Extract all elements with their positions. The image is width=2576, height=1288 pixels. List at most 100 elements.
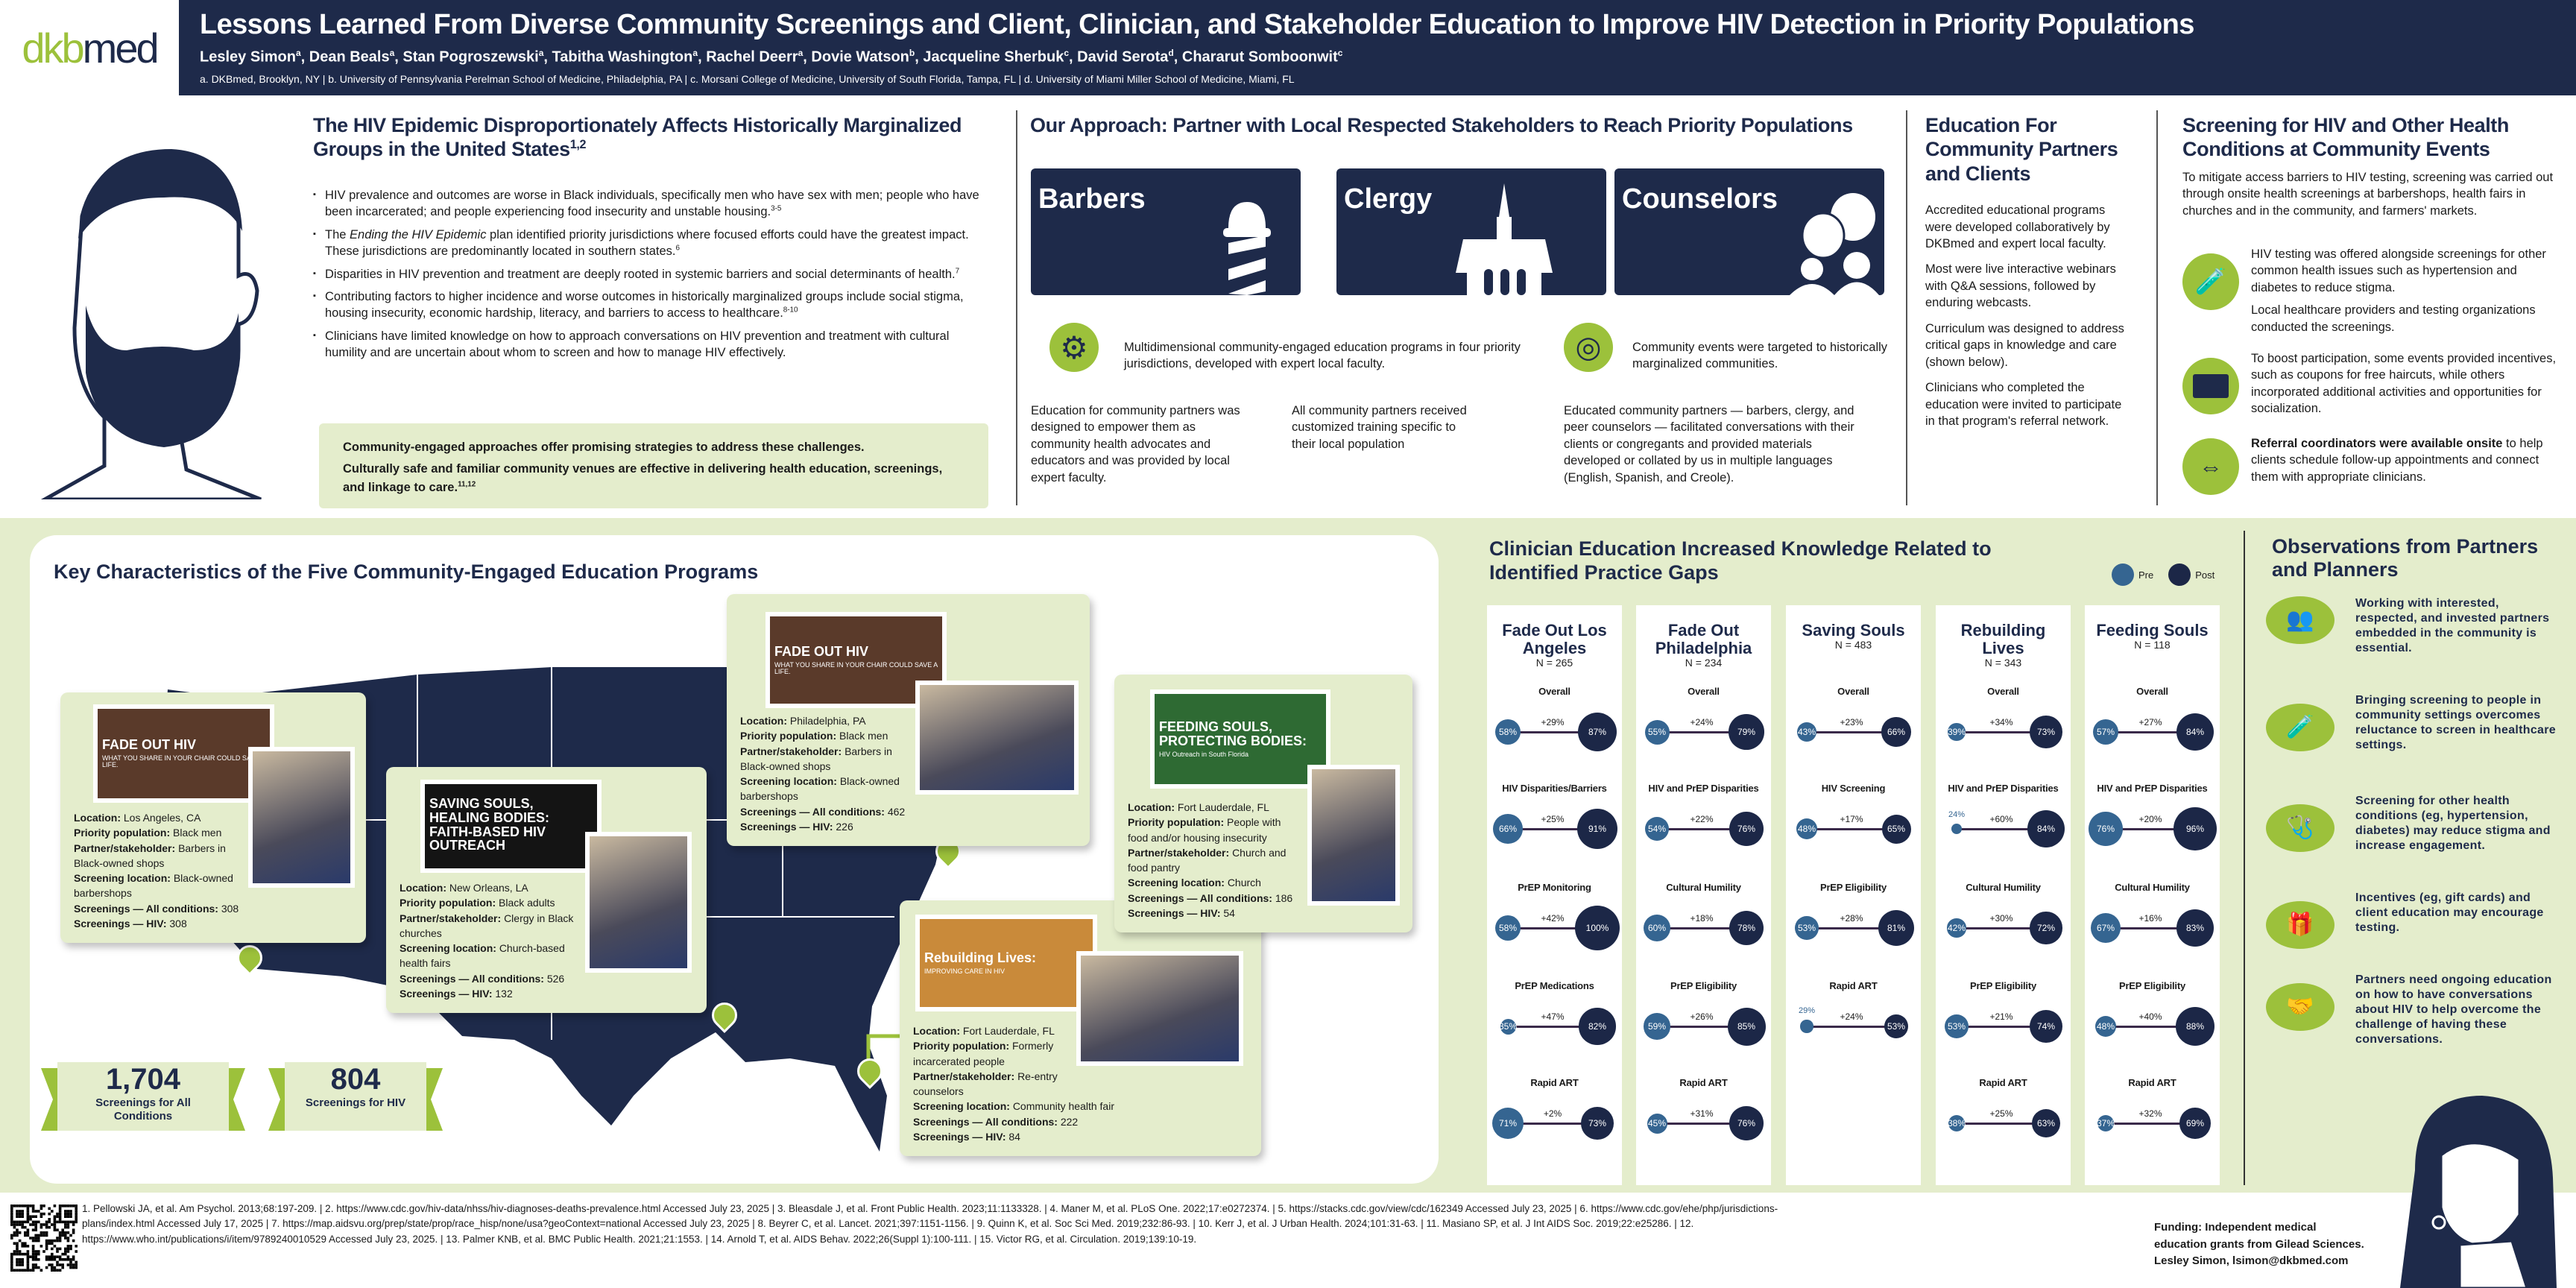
change-label: +24% (1840, 1011, 1863, 1022)
post-value-dot: 96% (2174, 807, 2217, 850)
metric-label: Cultural Humility (2115, 882, 2190, 893)
metric-label: PrEP Eligibility (1969, 980, 2037, 991)
approach-heading: Our Approach: Partner with Local Respect… (1030, 114, 1853, 136)
post-value-dot: 81% (1878, 909, 1915, 947)
change-connector (2106, 828, 2195, 830)
metric-label: HIV Screening (1821, 783, 1886, 794)
author: Lesley Simon (200, 48, 296, 66)
author: Chararut Somboonwit (1181, 48, 1338, 66)
change-connector (1508, 828, 1597, 830)
pre-value-label: 35% (1498, 1021, 1518, 1032)
bullet-item: HIV prevalence and outcomes are worse in… (313, 187, 984, 221)
change-label: +25% (1541, 814, 1565, 824)
author: Rachel Deerr (706, 48, 798, 66)
change-label: +21% (1989, 1011, 2013, 1022)
legend-post-swatch (2168, 564, 2191, 586)
author: Jacqueline Sherbuk (923, 48, 1064, 66)
post-value-dot: 72% (2030, 912, 2062, 944)
metric-label: Overall (1987, 686, 2019, 697)
pre-value-dot: 29% (1799, 1006, 1815, 1033)
event-photo (915, 681, 1079, 795)
pre-value-dot: 55% (1644, 719, 1670, 745)
post-value-dot: 76% (1729, 1106, 1764, 1140)
pre-value-label: 48% (1797, 823, 1816, 834)
qr-code[interactable] (10, 1205, 78, 1272)
change-label: +34% (1989, 717, 2013, 727)
screening-section: Screening for HIV and Other Health Condi… (2182, 113, 2563, 219)
metric-label: PrEP Monitoring (1518, 882, 1591, 893)
bullet-item: The Ending the HIV Epidemic plan identif… (313, 227, 984, 260)
author: Dovie Watson (811, 48, 909, 66)
sample-size: N = 118 (2134, 639, 2171, 651)
total-label: Screenings for HIV (305, 1096, 406, 1109)
metric-label: HIV and PrEP Disparities (1948, 783, 2059, 794)
change-connector (1957, 927, 2046, 929)
post-value-dot: 84% (2176, 713, 2214, 751)
author-list: Lesley Simona, Dean Bealsa, Stan Pogrosz… (200, 48, 1343, 66)
change-label: +25% (1989, 1108, 2013, 1119)
program-banner-image: SAVING SOULS, HEALING BODIES: FAITH-BASE… (420, 780, 602, 873)
pre-value-dot: 39% (1948, 723, 1966, 741)
post-value-dot: 63% (2032, 1109, 2060, 1137)
change-label: +16% (2138, 913, 2162, 924)
change-label: +2% (1543, 1108, 1562, 1119)
post-value-label: 66% (1887, 726, 1905, 737)
field-hiv: Screenings — HIV: 54 (1128, 907, 1235, 920)
approach-text-training: All community partners received customiz… (1292, 404, 1467, 451)
pre-value-dot: 53% (1795, 916, 1819, 940)
change-connector (1508, 927, 1597, 929)
tile-barbers: Barbers (1031, 168, 1301, 295)
change-label: +20% (2138, 814, 2162, 824)
tile-clergy: Clergy (1336, 168, 1606, 295)
post-value-label: 65% (1887, 824, 1906, 834)
legend-post-label: Post (2195, 569, 2215, 581)
education-paragraph: Clinicians who completed the education w… (1925, 381, 2122, 428)
field-all: Screenings — All conditions: 308 (74, 902, 239, 915)
screening-item-testing: HIV testing was offered alongside screen… (2251, 247, 2546, 334)
pre-value-dot: 48% (2094, 1015, 2117, 1038)
event-photo (1307, 765, 1400, 906)
post-value-dot: 88% (2175, 1006, 2215, 1046)
change-label: +29% (1541, 717, 1565, 727)
counselors-speech-icon (1790, 193, 1879, 295)
legend-pre-swatch (2112, 564, 2134, 586)
poster-title: Lessons Learned From Diverse Community S… (200, 9, 2194, 40)
pre-value-label: 53% (1947, 1020, 1966, 1032)
man-illustration (40, 149, 262, 499)
pre-value-dot: 53% (1945, 1014, 1969, 1038)
approach-text-partners: Educated community partners — barbers, c… (1564, 404, 1854, 484)
gift-card-icon (2182, 358, 2239, 414)
affiliations: a. DKBmed, Brooklyn, NY | b. University … (200, 73, 1295, 85)
pre-value-dot: 57% (2092, 719, 2119, 745)
change-label: +26% (1690, 1011, 1714, 1022)
barber-pole-icon (1223, 202, 1271, 295)
pre-value-label: 24% (1948, 809, 1965, 819)
field-site: Screening location: Community health fai… (913, 1100, 1114, 1113)
field-hiv: Screenings — HIV: 84 (913, 1131, 1020, 1143)
post-value-dot: 69% (2179, 1108, 2211, 1139)
field-location: Location: New Orleans, LA (400, 882, 528, 894)
divider (1906, 110, 1907, 505)
post-value-label: 69% (2185, 1117, 2204, 1128)
pre-value-dot: 42% (1947, 918, 1966, 938)
field-population: Priority population: People with food an… (1128, 816, 1281, 844)
metric-label: Overall (1837, 686, 1869, 697)
screening-item-referral: Referral coordinators were available ons… (2251, 437, 2543, 484)
field-site: Screening location: Black-owned barbersh… (74, 872, 233, 900)
post-value-dot: 73% (2030, 716, 2062, 748)
change-connector (1657, 927, 1746, 929)
post-value-dot: 82% (1579, 1008, 1616, 1045)
legend-pre-label: Pre (2138, 569, 2154, 581)
pre-value-dot: 35% (1498, 1018, 1518, 1035)
change-label: +23% (1840, 717, 1863, 727)
metric-label: Overall (1688, 686, 1720, 697)
change-connector (1657, 1123, 1746, 1125)
gift-card-icon: 🎁 (2266, 901, 2334, 949)
divider (2244, 531, 2245, 1185)
education-paragraph: Most were live interactive webinars with… (1925, 262, 2116, 310)
